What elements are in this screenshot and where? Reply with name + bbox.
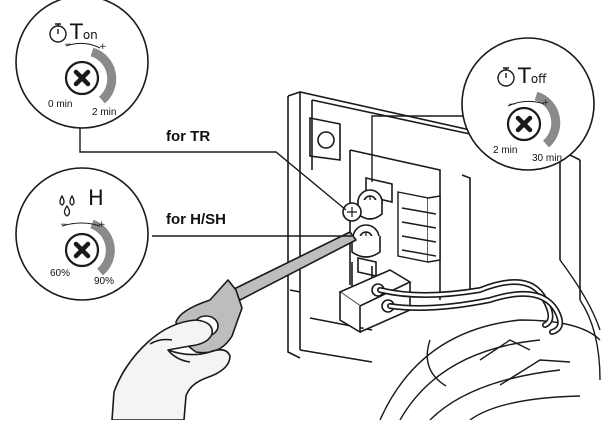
- svg-text:+: +: [99, 42, 107, 52]
- svg-text:−: −: [64, 40, 72, 50]
- fan: [379, 259, 601, 421]
- toff-dial-callout: [461, 37, 595, 171]
- device-housing: [287, 91, 581, 363]
- ton-symbol: Ton: [70, 20, 98, 44]
- h-min-label: 60%: [50, 268, 71, 279]
- svg-text:+: +: [98, 220, 106, 230]
- svg-text:−: −: [508, 100, 516, 110]
- h-max-label: 90%: [94, 276, 115, 287]
- dial-arrows: − + − + − +: [60, 40, 550, 230]
- potentiometer-toff: [357, 176, 393, 220]
- ton-max-label: 2 min: [92, 107, 117, 118]
- callout-for-hsh: for H/SH: [166, 211, 226, 228]
- svg-text:+: +: [542, 98, 550, 108]
- toff-min-label: 2 min: [493, 145, 518, 156]
- toff-symbol: Toff: [518, 64, 547, 88]
- water-drops-icon: [59, 194, 75, 217]
- component-block: [397, 191, 441, 263]
- power-wires: [377, 279, 564, 335]
- h-symbol: H: [88, 186, 104, 210]
- potentiometer-tr: [342, 202, 362, 222]
- svg-text:−: −: [60, 220, 68, 230]
- ton-subscript: on: [82, 28, 98, 42]
- ton-min-label: 0 min: [48, 99, 73, 110]
- h-dial-callout: [15, 167, 149, 301]
- hand: [111, 319, 231, 421]
- stopwatch-icon: [49, 23, 67, 43]
- toff-max-label: 30 min: [532, 153, 563, 164]
- ton-dial-callout: [15, 0, 149, 129]
- toff-subscript: off: [530, 72, 547, 86]
- leader-lines: [79, 115, 466, 237]
- callout-for-tr: for TR: [166, 128, 211, 145]
- stopwatch-icon: [497, 67, 515, 87]
